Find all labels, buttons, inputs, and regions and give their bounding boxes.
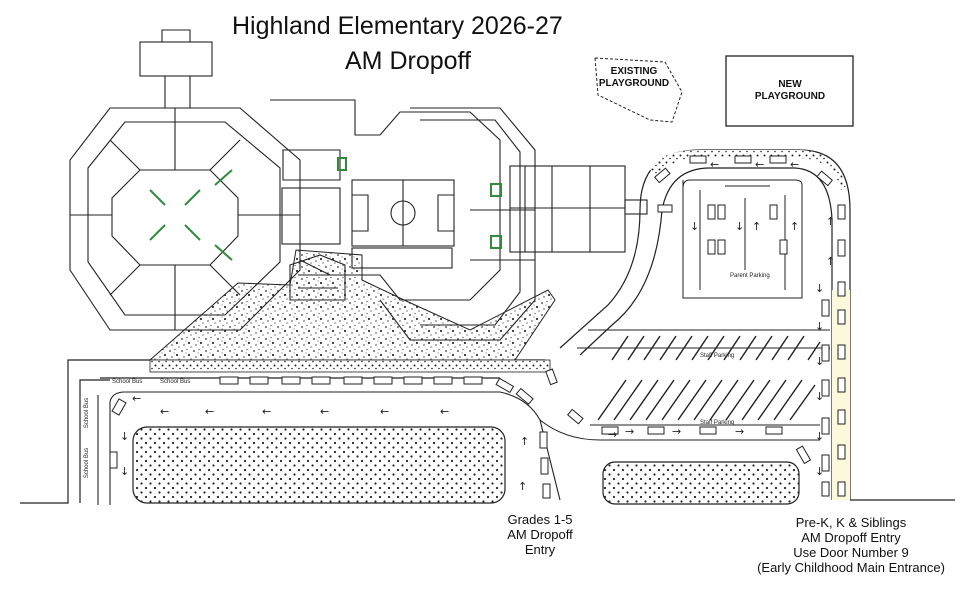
gravel-area — [148, 249, 556, 361]
svg-text:←: ← — [160, 405, 169, 418]
grades-dropoff-island — [132, 426, 506, 504]
svg-text:→: → — [625, 425, 634, 438]
staff-parking-lines — [597, 335, 821, 421]
svg-text:↓: ↓ — [815, 465, 824, 478]
cars — [109, 155, 846, 499]
parent-loop-road — [559, 149, 851, 500]
parent-parking-lot — [682, 179, 803, 299]
grades-entry-caption: Grades 1-5 AM Dropoff Entry — [492, 512, 588, 557]
map-title: Highland Elementary 2026-27 — [232, 12, 563, 40]
sidewalk-strip — [149, 359, 551, 373]
svg-text:↓: ↓ — [815, 430, 824, 443]
svg-text:←: ← — [710, 158, 719, 171]
new-playground-label: NEW PLAYGROUND — [741, 79, 839, 103]
door-markers — [149, 157, 502, 261]
svg-text:←: ← — [205, 405, 214, 418]
prek-entry-line1: Pre-K, K & Siblings — [795, 515, 907, 530]
staff-parking-label-2: Staff Parking — [700, 420, 735, 426]
svg-text:↓: ↓ — [120, 430, 129, 443]
svg-text:←: ← — [755, 158, 764, 171]
new-playground-label-line1: NEW — [778, 79, 802, 90]
svg-text:←: ← — [320, 405, 329, 418]
prek-entry-line4: (Early Childhood Main Entrance) — [757, 560, 945, 575]
map-subtitle: AM Dropoff — [345, 47, 471, 75]
svg-text:←: ← — [440, 405, 449, 418]
svg-text:←: ← — [132, 392, 141, 405]
traffic-arrows: ← ← ← ← ← ← ← ↓ ↓ ↑ ↑ → → → → ↓ ↓ ↓ ↓ ↓ ↓ ↑ ↑ ← ← ← ↓ ↓ ↑… — [120, 158, 835, 493]
staff-lot-edges — [539, 329, 830, 441]
svg-text:↓: ↓ — [690, 220, 699, 233]
svg-text:↑: ↑ — [790, 220, 799, 233]
parent-parking-label: Parent Parking — [730, 273, 770, 279]
svg-text:←: ← — [790, 158, 799, 171]
school-building — [69, 29, 648, 341]
svg-text:→: → — [672, 425, 681, 438]
existing-playground — [594, 57, 683, 123]
svg-text:↓: ↓ — [815, 355, 824, 368]
grades-entry-line1: Grades 1-5 — [507, 512, 573, 527]
grades-entry-line2: AM Dropoff — [507, 527, 573, 542]
school-bus-label: School Bus — [84, 397, 91, 429]
svg-text:↑: ↑ — [520, 435, 529, 448]
svg-text:↓: ↓ — [815, 320, 824, 333]
svg-text:↑: ↑ — [518, 480, 527, 493]
school-bus-label-2: School Bus — [84, 447, 91, 479]
svg-text:→: → — [735, 425, 744, 438]
prek-entry-line3: Use Door Number 9 — [793, 545, 909, 560]
school-bus-label-4: School Bus — [160, 379, 191, 385]
prek-dropoff-island — [602, 461, 800, 505]
existing-playground-label-line1: EXISTING — [610, 66, 658, 77]
prek-entry-line2: AM Dropoff Entry — [801, 530, 901, 545]
prek-entry-caption: Pre-K, K & Siblings AM Dropoff Entry Use… — [744, 515, 958, 575]
svg-text:↑: ↑ — [752, 220, 761, 233]
svg-text:←: ← — [380, 405, 389, 418]
existing-playground-label: EXISTING PLAYGROUND — [594, 66, 674, 90]
school-bus-label-3: School Bus — [112, 379, 143, 385]
existing-playground-label-line2: PLAYGROUND — [598, 78, 670, 89]
svg-text:↓: ↓ — [815, 282, 824, 295]
grades-entry-line3: Entry — [524, 542, 556, 557]
staff-parking-label-1: Staff Parking — [700, 353, 735, 359]
new-playground — [725, 55, 854, 127]
new-playground-label-line2: PLAYGROUND — [754, 91, 826, 102]
svg-text:↓: ↓ — [735, 220, 744, 233]
car-loop-grades — [97, 391, 561, 505]
svg-text:↑: ↑ — [826, 215, 835, 228]
svg-text:↑: ↑ — [826, 255, 835, 268]
svg-text:→: → — [608, 428, 617, 441]
svg-text:←: ← — [262, 405, 271, 418]
svg-text:↓: ↓ — [815, 390, 824, 403]
svg-text:↓: ↓ — [120, 465, 129, 478]
